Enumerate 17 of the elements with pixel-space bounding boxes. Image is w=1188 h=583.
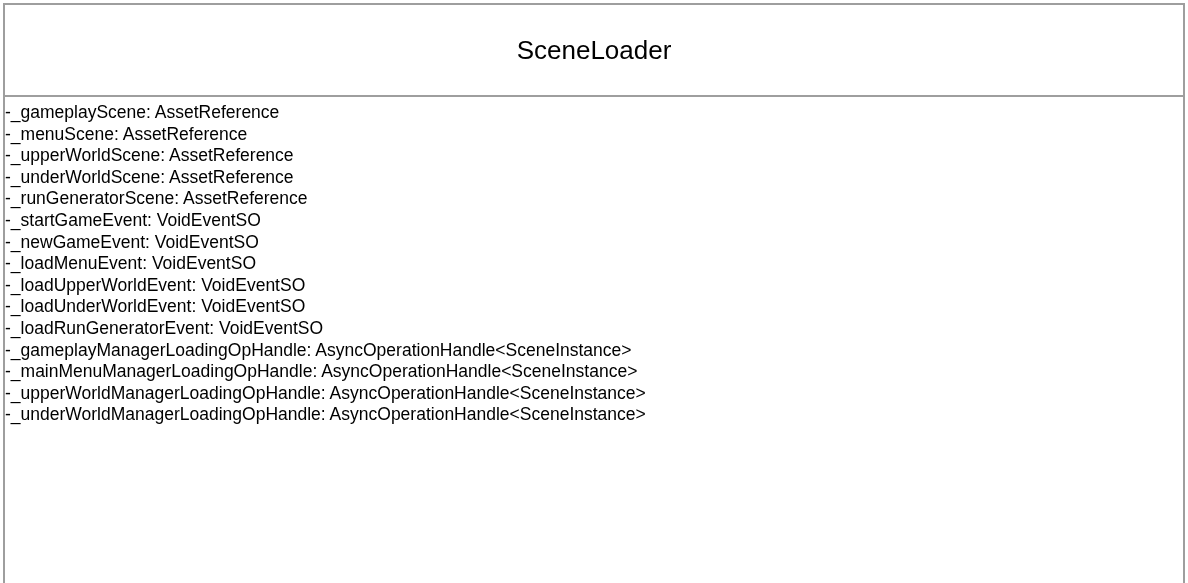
attribute-text: -_loadMenuEvent: VoidEventSO <box>5 253 256 275</box>
attribute-text: -_upperWorldManagerLoadingOpHandle: AsyncOperationHandle<SceneInstance> <box>5 382 646 405</box>
class-name: SceneLoader <box>516 33 672 67</box>
attribute-text: -_loadUpperWorldEvent: VoidEventSO <box>5 274 306 297</box>
attribute-text: -_gameplayScene: AssetReference <box>5 102 280 124</box>
attribute-text: -_upperWorldScene: AssetReference <box>5 145 294 167</box>
attribute-text: -_underWorldManagerLoadingOpHandle: AsyncOperationHandle<SceneInstance> <box>5 404 646 426</box>
attribute-text: -_mainMenuManagerLoadingOpHandle: AsyncOperationHandle<SceneInstance> <box>5 361 638 383</box>
attribute-text: -_loadUnderWorldEvent: VoidEventSO <box>5 296 306 318</box>
attribute-text: -_loadRunGeneratorEvent: VoidEventSO <box>5 317 324 340</box>
class-box <box>3 3 1185 583</box>
attribute-text: -_gameplayManagerLoadingOpHandle: AsyncOperationHandle<SceneInstance> <box>5 339 632 362</box>
attribute-text: -_newGameEvent: VoidEventSO <box>5 231 259 254</box>
attribute-text: -_menuScene: AssetReference <box>5 123 248 146</box>
attribute-text: -_underWorldScene: AssetReference <box>5 166 294 189</box>
attribute-text: -_runGeneratorScene: AssetReference <box>5 188 308 210</box>
attribute-text: -_startGameEvent: VoidEventSO <box>5 209 261 232</box>
